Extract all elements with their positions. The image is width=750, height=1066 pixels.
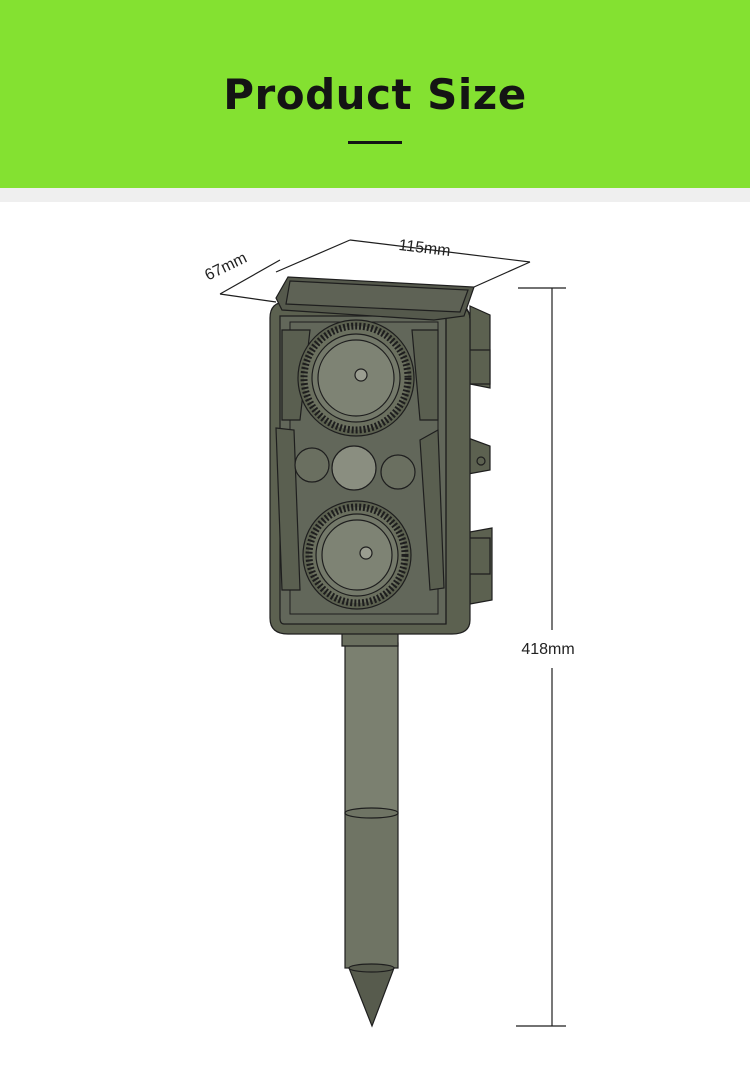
header-banner: [0, 0, 750, 188]
title-underline: [348, 141, 402, 144]
height-label: 418mm: [521, 641, 574, 658]
upper-speaker: [297, 319, 415, 437]
divider-band: [0, 188, 750, 202]
depth-dimension-line: [219, 259, 281, 303]
height-dimension-line: [516, 287, 566, 1027]
page-title: Product Size: [223, 70, 527, 119]
sensor-row: [294, 445, 416, 491]
ground-stake: [341, 627, 399, 1028]
width-dimension-line: [275, 239, 531, 288]
width-label: 115mm: [398, 237, 452, 260]
side-wings: [275, 329, 445, 591]
solar-panel: [275, 276, 475, 321]
depth-label: 67mm: [202, 250, 249, 285]
lower-speaker: [302, 500, 412, 610]
